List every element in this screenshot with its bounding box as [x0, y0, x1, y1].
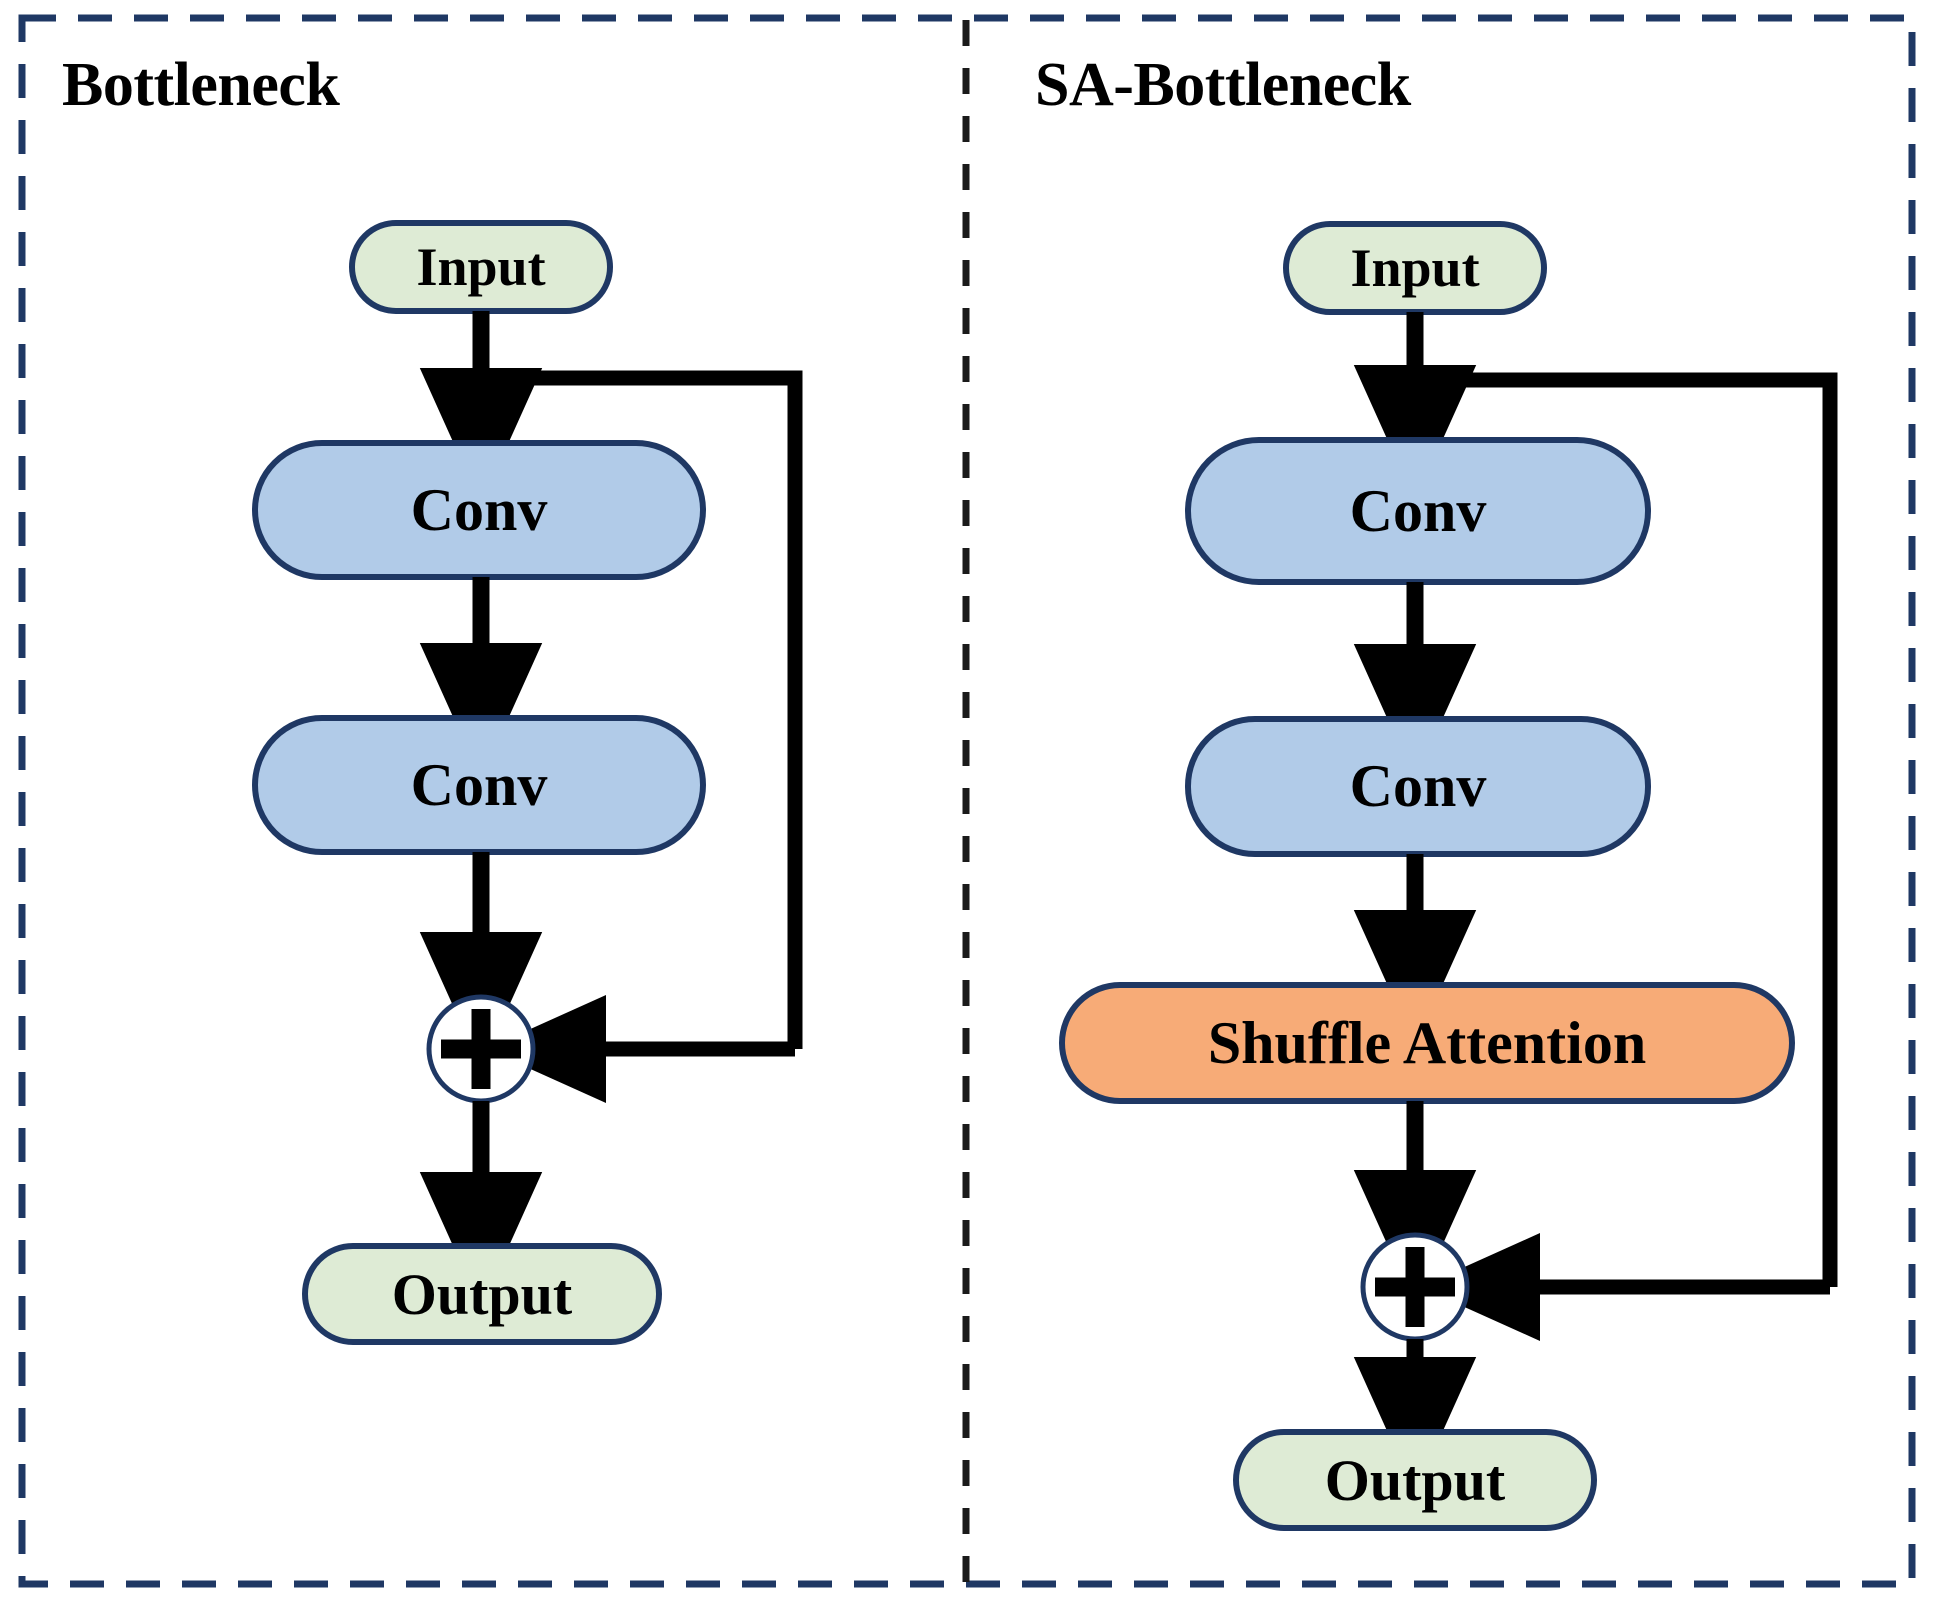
left-panel-title: Bottleneck [62, 51, 340, 119]
left-skip-connection [473, 311, 803, 1049]
right-node-shuffle-attention[interactable] [1059, 982, 1795, 1104]
right-add-plus-icon [1375, 1247, 1455, 1327]
left-add-plus-icon [441, 1009, 521, 1089]
right-node-output[interactable] [1233, 1429, 1597, 1531]
left-node-output[interactable] [302, 1243, 662, 1345]
right-node-input[interactable] [1283, 221, 1547, 315]
left-node-conv2[interactable] [252, 715, 706, 855]
left-node-conv1[interactable] [252, 440, 706, 580]
left-node-input[interactable] [349, 220, 613, 314]
right-node-conv1[interactable] [1185, 437, 1651, 585]
right-panel-title: SA-Bottleneck [1035, 51, 1411, 119]
right-node-conv2[interactable] [1185, 716, 1651, 857]
outer-dashed-border [18, 14, 1916, 1588]
